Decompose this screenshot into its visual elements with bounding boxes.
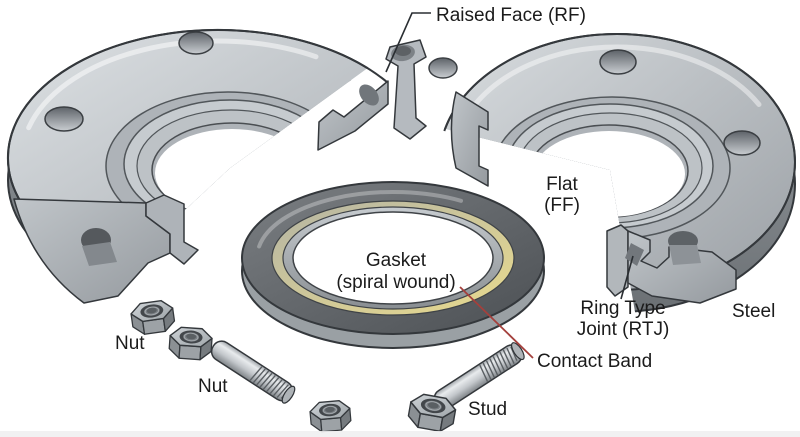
- leader-raised-face: [385, 12, 431, 73]
- label-stud: Stud: [468, 399, 507, 420]
- label-nut-left: Nut: [115, 333, 145, 354]
- right-top-cut-face: [450, 91, 489, 187]
- left-bottom-hub-step: [145, 194, 199, 265]
- nut-1: [129, 298, 177, 337]
- label-ring-type-joint-line1: Ring Type: [580, 298, 665, 319]
- stud-threads: [249, 366, 292, 399]
- left-bolt-hole-top: [178, 31, 214, 55]
- center-section-tab: [385, 39, 427, 140]
- stud-end-cap: [281, 385, 296, 404]
- right-bolt-hole-cut: [428, 57, 458, 79]
- leader-contact-band: [459, 286, 534, 359]
- stud-with-nut: [405, 342, 525, 435]
- right-flange-outer-outline: [443, 33, 796, 290]
- left-bottom-bolt-channel-run: [82, 242, 117, 266]
- label-ring-type-joint-line2: Joint (RTJ): [577, 319, 670, 340]
- rtj-groove: [625, 243, 644, 266]
- nut-3: [308, 399, 353, 434]
- label-steel: Steel: [732, 301, 775, 322]
- label-contact-band: Contact Band: [537, 351, 652, 372]
- nut-2: [167, 325, 214, 362]
- gasket-highlight: [257, 189, 463, 249]
- right-bottom-cut-tab: [606, 224, 629, 297]
- right-bolt-hole-top: [599, 49, 637, 75]
- label-gasket-line2: (spiral wound): [336, 272, 455, 293]
- left-bolt-hole-left: [44, 106, 84, 132]
- left-top-cut-bolt-channel: [359, 84, 379, 106]
- left-flange-outer-outline: [6, 29, 389, 247]
- label-nut-middle: Nut: [198, 376, 228, 397]
- left-flange-highlight: [26, 38, 319, 131]
- center-tab-bolt-channel-core: [395, 46, 411, 56]
- leader-ring-type-joint: [620, 255, 634, 300]
- bottom-edge-band: [0, 431, 800, 437]
- right-bolt-hole-right: [723, 130, 761, 156]
- gasket-bore: [292, 211, 494, 305]
- stud-end-cap: [510, 342, 525, 361]
- label-flat-line1: Flat: [546, 174, 578, 195]
- label-raised-face: Raised Face (RF): [436, 5, 586, 26]
- right-flange-highlight: [472, 44, 762, 107]
- right-bottom-bolt-channel-run: [669, 245, 701, 265]
- label-flat-line2: (FF): [544, 195, 580, 216]
- stud-plain: [210, 340, 296, 404]
- label-gasket-line1: Gasket: [366, 250, 427, 271]
